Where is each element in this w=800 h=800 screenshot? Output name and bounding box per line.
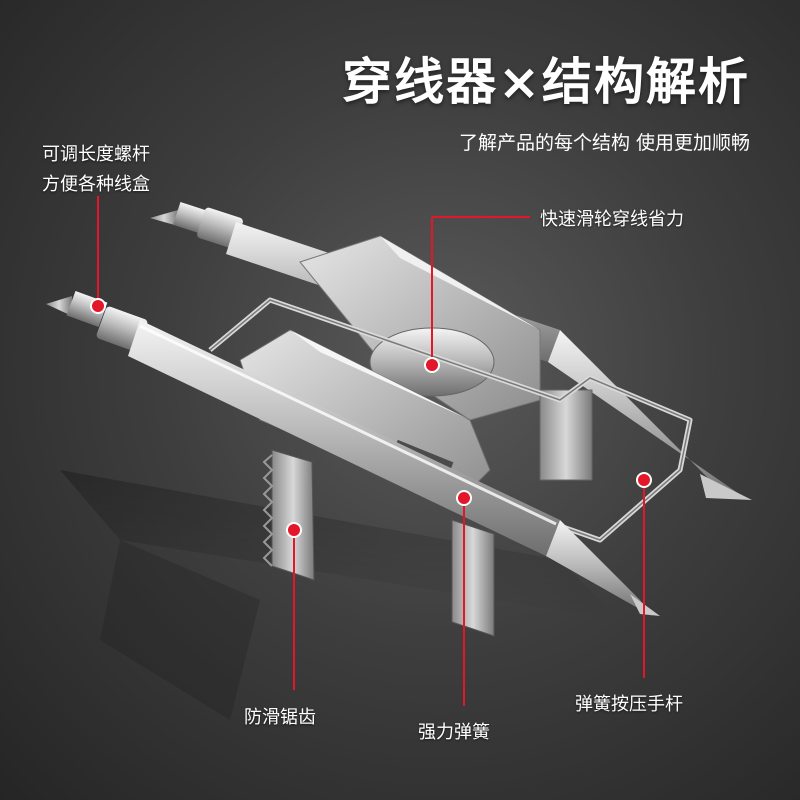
callout-lever: 弹簧按压手杆	[575, 694, 683, 715]
right-leg	[451, 519, 495, 637]
page-title: 穿线器×结构解析	[342, 53, 750, 111]
callout-adjustable-rod-line1: 可调长度螺杆	[42, 144, 150, 165]
floor-shadow	[60, 470, 620, 720]
serrated-teeth	[262, 449, 315, 581]
callout-adjustable-rod-line2: 方便各种线盒	[42, 174, 150, 195]
callout-dots	[90, 298, 652, 538]
callout-lines	[97, 196, 645, 706]
callout-spring: 强力弹簧	[418, 722, 490, 743]
lever-wire	[208, 297, 693, 543]
callout-pulley: 快速滑轮穿线省力	[540, 209, 684, 230]
callout-serrated-teeth: 防滑锯齿	[244, 707, 316, 728]
page-subtitle: 了解产品的每个结构 使用更加顺畅	[458, 132, 750, 154]
callout-adjustable-rod: 可调长度螺杆 方便各种线盒	[42, 140, 150, 200]
